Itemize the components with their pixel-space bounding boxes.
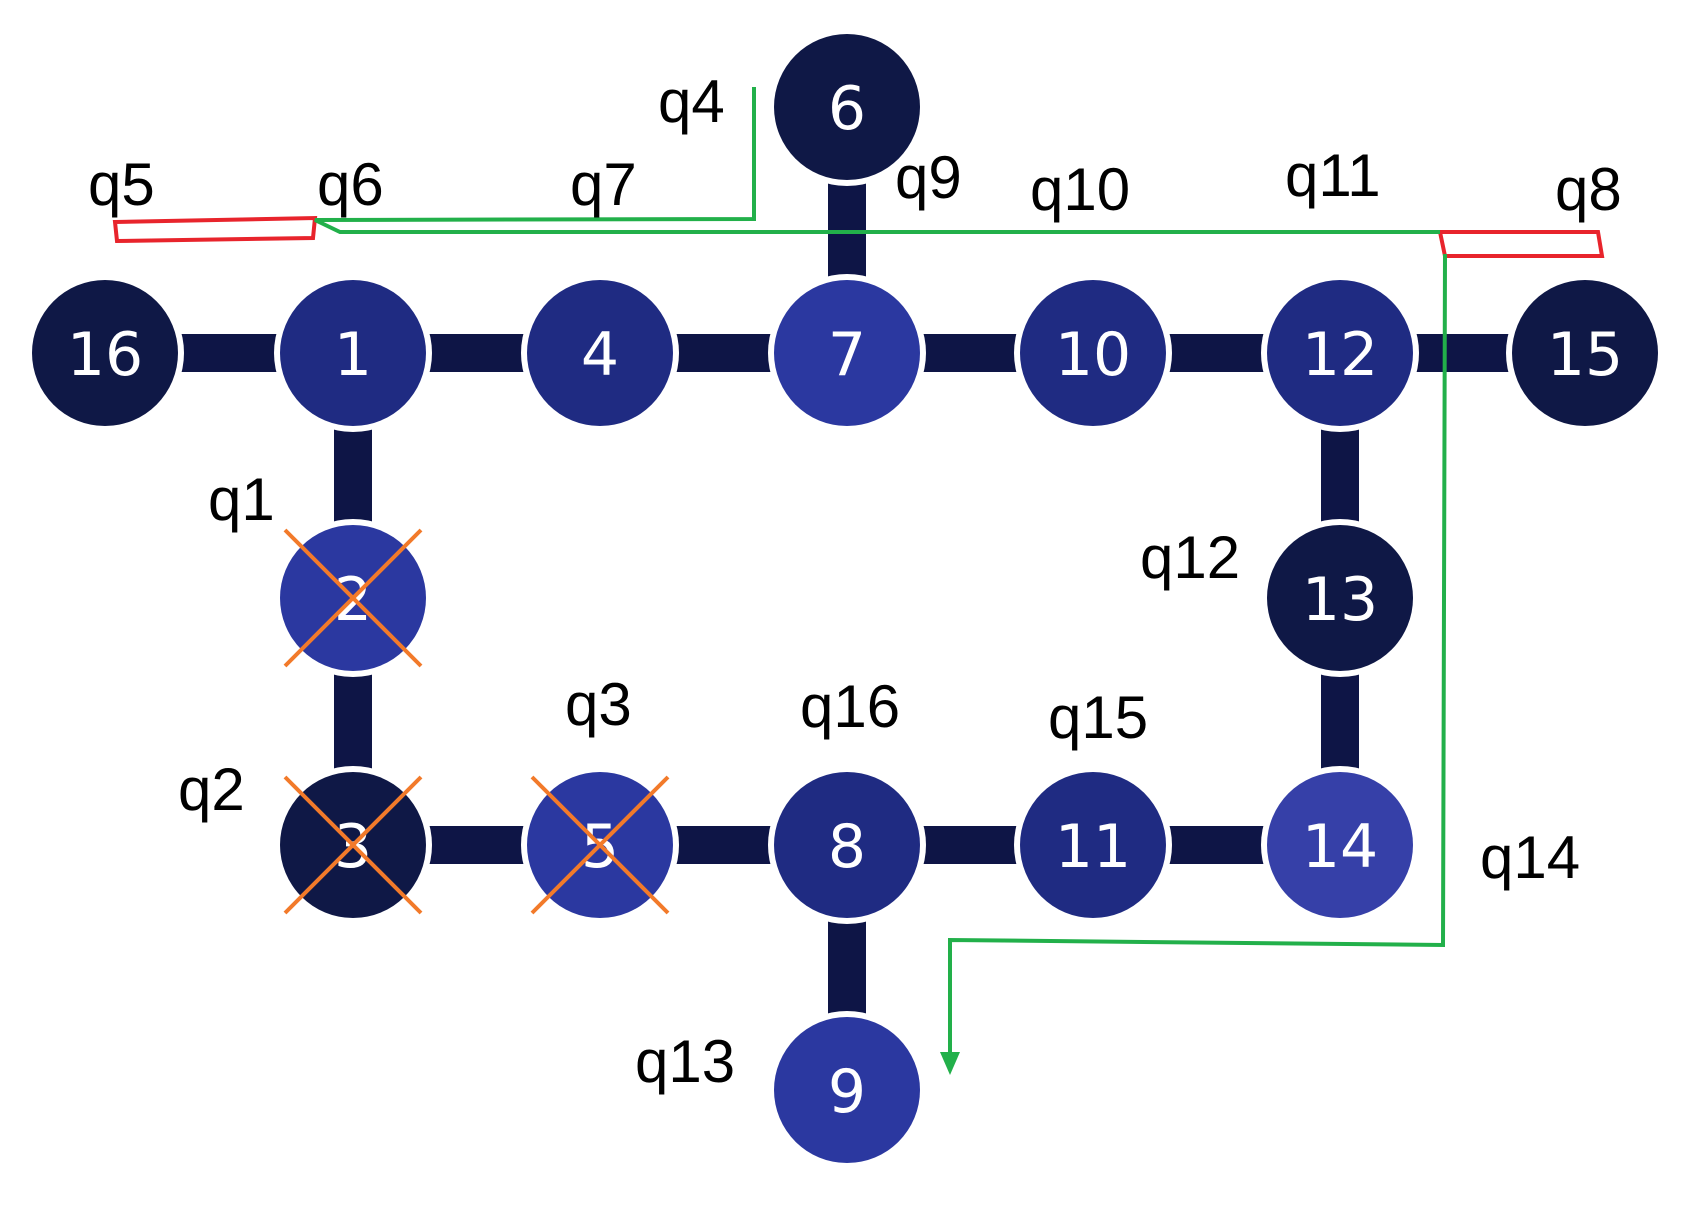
node-label: 11 — [1055, 812, 1131, 882]
qubit-label-q9: q9 — [895, 144, 962, 211]
qubit-label-q13: q13 — [635, 1028, 735, 1095]
qubit-label-q7: q7 — [570, 151, 637, 218]
node-circle — [1020, 772, 1166, 918]
qubit-label-q4: q4 — [658, 68, 725, 135]
node-label: 4 — [581, 320, 619, 390]
cross-mark-node-5 — [530, 775, 670, 915]
node-circle — [527, 280, 673, 426]
red-bracket-left — [112, 215, 318, 244]
node-9: 9 — [768, 1011, 926, 1169]
node-circle — [32, 280, 178, 426]
qubit-label-q10: q10 — [1030, 156, 1130, 223]
node-label: 9 — [828, 1057, 866, 1127]
node-16: 16 — [26, 274, 184, 432]
node-circle — [774, 772, 920, 918]
node-label: 14 — [1302, 812, 1378, 882]
routing-annotations — [112, 87, 1605, 1075]
node-circle — [774, 280, 920, 426]
node-12: 12 — [1261, 274, 1419, 432]
qubit-labels: q1 q2 q3 q4 q5 q6 q7 q8 q9 q10 q11 q12 q… — [88, 68, 1622, 1095]
node-label: 16 — [67, 320, 143, 390]
node-8: 8 — [768, 766, 926, 924]
green-arrowhead — [940, 1052, 960, 1075]
cross-stroke-b — [283, 528, 423, 668]
qubit-label-q2: q2 — [178, 756, 245, 823]
node-circle — [1020, 280, 1166, 426]
node-circle — [1267, 525, 1413, 671]
node-4: 4 — [521, 274, 679, 432]
node-circle — [1512, 280, 1658, 426]
node-7: 7 — [768, 274, 926, 432]
node-10: 10 — [1014, 274, 1172, 432]
node-6: 6 — [768, 28, 926, 186]
node-13: 13 — [1261, 519, 1419, 677]
node-1: 1 — [274, 274, 432, 432]
node-label: 10 — [1055, 320, 1131, 390]
node-label: 8 — [828, 812, 866, 882]
node-14: 14 — [1261, 766, 1419, 924]
green-path-upper — [314, 87, 1440, 234]
red-bracket-right — [1437, 230, 1605, 258]
cross-mark-node-2 — [283, 528, 423, 668]
node-circle — [1267, 280, 1413, 426]
qubit-label-q11: q11 — [1285, 142, 1381, 209]
qubit-label-q5: q5 — [88, 151, 155, 218]
qubit-label-q6: q6 — [317, 151, 384, 218]
qubit-label-q15: q15 — [1048, 684, 1148, 751]
cross-stroke-b — [530, 775, 670, 915]
crosses-layer — [283, 528, 670, 915]
green-path-route — [948, 253, 1447, 1055]
node-11: 11 — [1014, 766, 1172, 924]
qubit-label-q16: q16 — [800, 673, 900, 740]
cross-mark-node-3 — [283, 775, 423, 915]
qubit-label-q14: q14 — [1480, 824, 1580, 891]
node-label: 6 — [828, 74, 866, 144]
node-circle — [774, 34, 920, 180]
node-label: 13 — [1302, 565, 1378, 635]
qubit-label-q8: q8 — [1555, 156, 1622, 223]
node-circle — [774, 1017, 920, 1163]
cross-stroke-b — [283, 775, 423, 915]
qubit-label-q3: q3 — [565, 671, 632, 738]
node-label: 12 — [1302, 320, 1378, 390]
node-label: 1 — [334, 320, 372, 390]
node-label: 15 — [1547, 320, 1623, 390]
node-circle — [1267, 772, 1413, 918]
qubit-label-q1: q1 — [208, 466, 275, 533]
node-15: 15 — [1506, 274, 1664, 432]
node-circle — [280, 280, 426, 426]
qubit-label-q12: q12 — [1140, 524, 1240, 591]
node-label: 7 — [828, 320, 866, 390]
